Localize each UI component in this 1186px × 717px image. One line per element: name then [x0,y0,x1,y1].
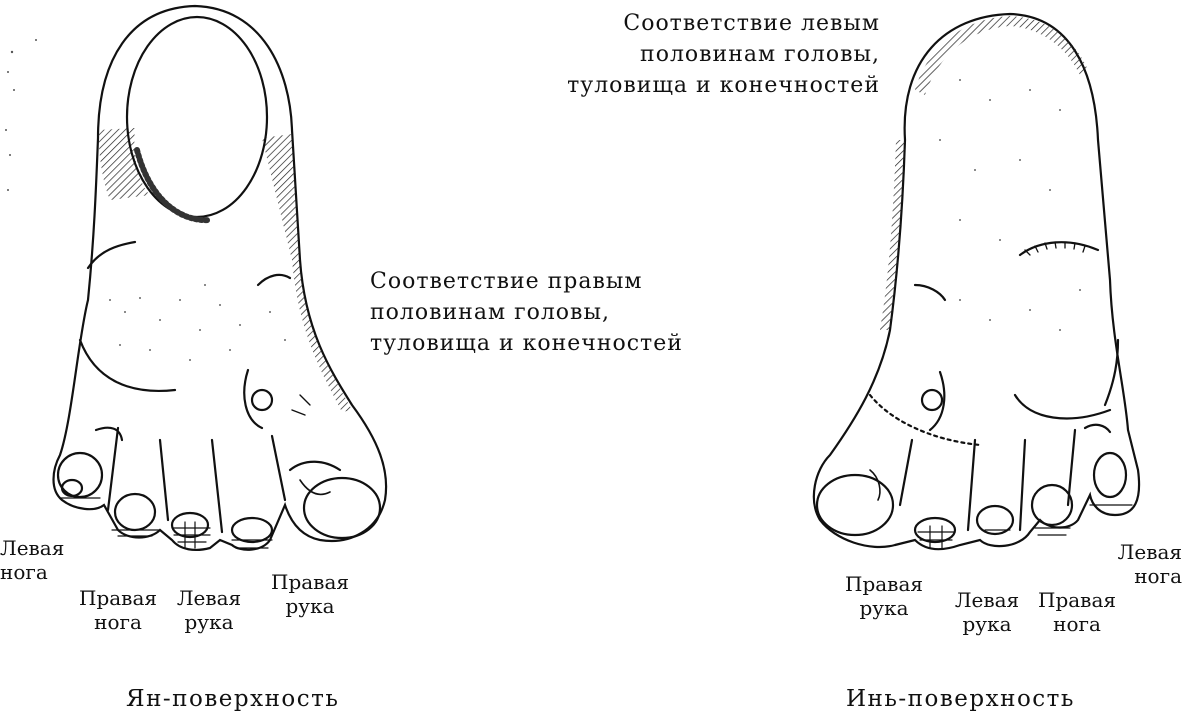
yin-toe-4 [1032,485,1072,525]
yang-annotation: Соответствие правым половинам головы, ту… [370,266,683,359]
yang-annotation-line-2: половинам головы, [370,297,683,328]
yang-trunk-arc-belly [80,340,175,391]
yang-foot [54,6,387,550]
yin-toe-big-nail [817,475,893,535]
yin-trunk-arc-belly [1015,395,1110,418]
yang-hatch-right [262,134,352,412]
yin-trunk-arc-left [915,285,945,300]
yin-label-right-arm-1: Правая [836,572,932,596]
yin-annotation-line-3: туловища и конечностей [567,70,880,101]
yin-label-left-arm: Левая рука [944,588,1030,636]
yang-label-left-arm: Левая рука [168,586,250,634]
yin-toe-little [1094,453,1126,497]
yin-label-right-leg-2: нога [1030,612,1124,636]
yin-label-right-leg: Правая нога [1030,588,1124,636]
yin-label-right-arm: Правая рука [836,572,932,620]
yang-caption: Ян-поверхность [126,686,339,712]
yang-label-right-arm: Правая рука [262,570,358,618]
yang-texture [109,284,286,361]
yin-knee-circle [922,390,942,410]
yin-label-right-leg-1: Правая [1030,588,1124,612]
yin-trunk-arc-right [1020,242,1098,255]
yang-label-left-arm-2: рука [168,610,250,634]
yang-label-left-leg-1: Левая [0,536,64,560]
yang-label-left-leg: Левая нога [0,536,64,584]
yang-toe-4 [115,494,155,530]
yang-head-oval [127,17,267,217]
yang-trunk-arc-left [88,242,135,268]
yin-label-left-leg-2: нога [1106,564,1182,588]
yang-toe-2 [232,518,272,542]
yin-hatch-left [880,140,905,330]
yang-trunk-arc-right [258,275,290,285]
yang-knee-circle [252,390,272,410]
yin-label-left-leg-1: Левая [1106,540,1182,564]
yang-label-right-leg-2: нога [72,610,164,634]
yin-hatch-top [915,16,1088,95]
yang-label-right-leg: Правая нога [72,586,164,634]
yang-toe-big-nail [304,478,380,538]
scan-dots [5,39,37,191]
yang-label-right-leg-1: Правая [72,586,164,610]
yang-annotation-line-1: Соответствие правым [370,266,683,297]
yin-label-left-arm-1: Левая [944,588,1030,612]
yin-label-left-arm-2: рука [944,612,1030,636]
yin-caption: Инь-поверхность [846,686,1075,712]
yang-toe-little [58,453,102,497]
yin-annotation-line-1: Соответствие левым [567,8,880,39]
yin-label-left-leg: Левая нога [1106,540,1182,588]
yang-label-right-arm-1: Правая [262,570,358,594]
yin-toe-2 [915,518,955,542]
yin-texture [939,79,1081,331]
yang-toe-3 [172,513,208,537]
yin-annotation-line-2: половинам головы, [567,39,880,70]
yang-label-right-arm-2: рука [262,594,358,618]
yin-annotation: Соответствие левым половинам головы, тул… [567,8,880,101]
yang-annotation-line-3: туловища и конечностей [370,328,683,359]
yang-label-left-leg-2: нога [0,560,64,584]
yin-label-right-arm-2: рука [836,596,932,620]
yang-label-left-arm-1: Левая [168,586,250,610]
